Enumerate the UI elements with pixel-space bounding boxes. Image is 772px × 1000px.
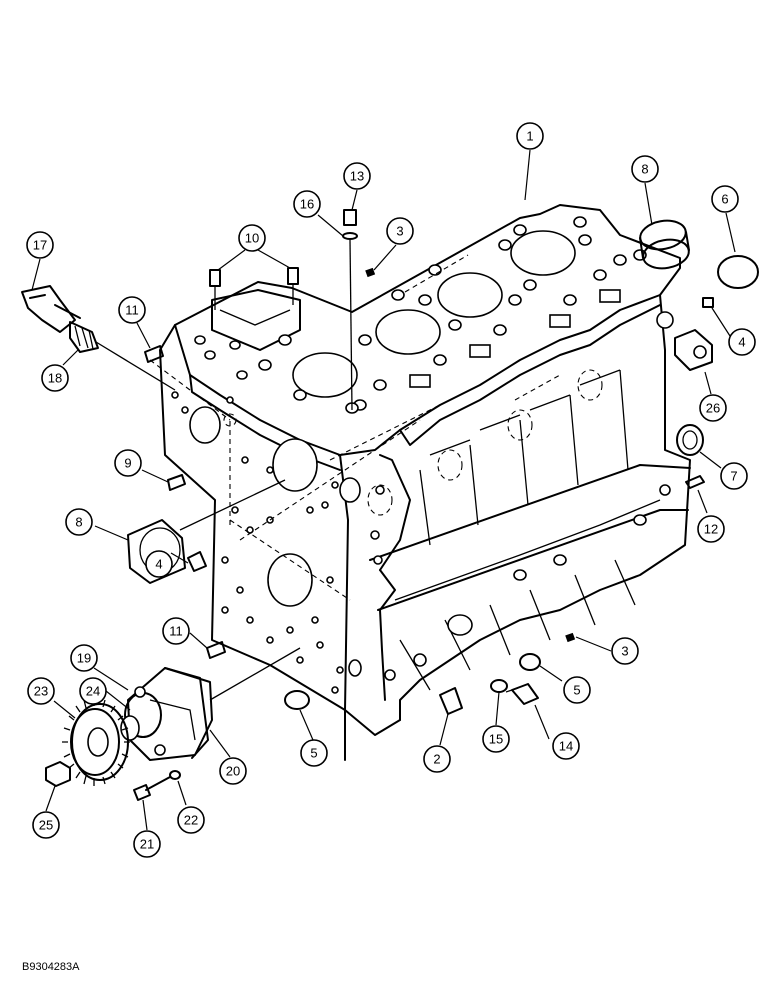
svg-text:10: 10 <box>245 231 259 246</box>
callout-4-left: 4 <box>145 550 173 578</box>
svg-text:11: 11 <box>169 624 183 639</box>
deck-holes <box>194 216 647 414</box>
callout-8-top: 8 <box>631 155 659 183</box>
svg-text:8: 8 <box>75 515 82 530</box>
callout-24: 24 <box>79 677 107 705</box>
svg-text:7: 7 <box>730 469 737 484</box>
callout-2: 2 <box>423 745 451 773</box>
svg-text:21: 21 <box>140 837 154 852</box>
svg-text:17: 17 <box>33 238 47 253</box>
callout-10: 10 <box>238 224 266 252</box>
svg-text:20: 20 <box>226 764 240 779</box>
callout-13: 13 <box>343 162 371 190</box>
callout-7: 7 <box>720 462 748 490</box>
svg-text:9: 9 <box>124 456 131 471</box>
callout-11-top: 11 <box>118 296 146 324</box>
svg-text:2: 2 <box>433 752 440 767</box>
callout-6: 6 <box>711 185 739 213</box>
callout-15: 15 <box>482 725 510 753</box>
end-face-holes <box>171 311 674 694</box>
svg-text:25: 25 <box>39 818 53 833</box>
svg-text:6: 6 <box>721 192 728 207</box>
callout-5-left: 5 <box>300 739 328 767</box>
svg-text:22: 22 <box>184 813 198 828</box>
svg-text:3: 3 <box>396 224 403 239</box>
callout-14: 14 <box>552 732 580 760</box>
callouts: 1 13 16 3 10 8 6 17 11 4 18 26 9 7 8 12 … <box>26 122 756 858</box>
callout-26: 26 <box>699 394 727 422</box>
svg-text:4: 4 <box>738 335 745 350</box>
svg-text:4: 4 <box>155 557 162 572</box>
callout-1: 1 <box>516 122 544 150</box>
svg-text:5: 5 <box>573 683 580 698</box>
hidden-lines <box>149 254 603 601</box>
callout-3-top: 3 <box>386 217 414 245</box>
cylinder-block <box>159 204 691 761</box>
loose-parts <box>21 209 759 801</box>
callout-4-right: 4 <box>728 328 756 356</box>
svg-text:19: 19 <box>77 651 91 666</box>
svg-text:14: 14 <box>559 739 573 754</box>
svg-text:24: 24 <box>86 684 100 699</box>
callout-8-left: 8 <box>65 508 93 536</box>
callout-16: 16 <box>293 190 321 218</box>
callout-19: 19 <box>70 644 98 672</box>
svg-text:1: 1 <box>526 129 533 144</box>
callout-3-lower: 3 <box>611 637 639 665</box>
svg-text:8: 8 <box>641 162 648 177</box>
callout-22: 22 <box>177 806 205 834</box>
callout-25: 25 <box>32 811 60 839</box>
svg-text:15: 15 <box>489 732 503 747</box>
svg-text:16: 16 <box>300 197 314 212</box>
callout-21: 21 <box>133 830 161 858</box>
figure-id: B9304283A <box>22 961 80 973</box>
callout-11-lower: 11 <box>162 617 190 645</box>
callout-17: 17 <box>26 231 54 259</box>
svg-text:18: 18 <box>48 371 62 386</box>
svg-text:26: 26 <box>706 401 720 416</box>
callout-5-right: 5 <box>563 676 591 704</box>
callout-23: 23 <box>27 677 55 705</box>
svg-text:13: 13 <box>350 169 364 184</box>
svg-text:5: 5 <box>310 746 317 761</box>
svg-text:23: 23 <box>34 684 48 699</box>
callout-18: 18 <box>41 364 69 392</box>
leader-lines <box>31 149 736 831</box>
svg-text:12: 12 <box>704 522 718 537</box>
callout-9: 9 <box>114 449 142 477</box>
svg-text:11: 11 <box>125 303 139 318</box>
callout-20: 20 <box>219 757 247 785</box>
callout-12: 12 <box>697 515 725 543</box>
svg-text:3: 3 <box>621 644 628 659</box>
